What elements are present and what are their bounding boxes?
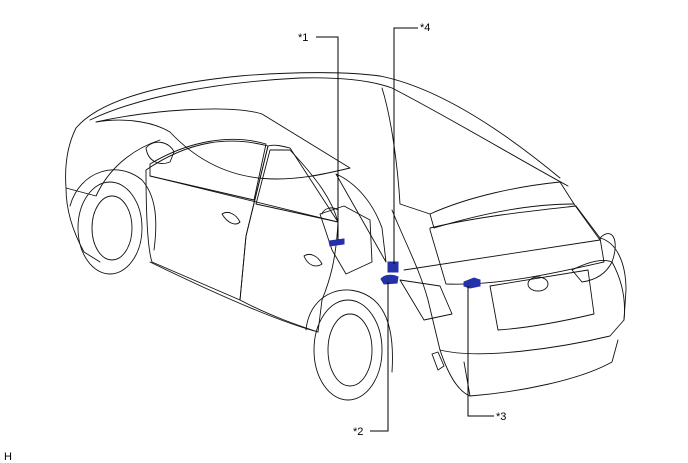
rear-wheel-inner [327, 313, 373, 387]
side-sill [149, 261, 319, 333]
roof-outline [75, 72, 561, 179]
rear-door-window [255, 149, 339, 223]
rear-quarter-window [335, 173, 387, 263]
rear-door [239, 144, 339, 333]
part-4-marker [387, 261, 399, 273]
front-wheel-outer [77, 181, 143, 275]
callout-1-label: *1 [298, 32, 308, 44]
part-1-marker [328, 238, 345, 247]
vehicle-outline [65, 72, 627, 401]
callout-2-label: *2 [353, 426, 363, 438]
leader-2 [370, 282, 389, 432]
part-2-marker [380, 274, 399, 285]
callout-4-label: *4 [420, 22, 430, 34]
hood [65, 127, 161, 197]
front-door-window [149, 138, 267, 201]
rear-panel-lid [321, 207, 339, 215]
rear-crease [403, 239, 601, 271]
leader-lines [316, 27, 494, 432]
rear-hatch-top [429, 181, 601, 241]
rear-spoiler [429, 203, 575, 229]
corner-code: H [4, 451, 12, 463]
rear-panel-open [319, 205, 373, 275]
windshield [95, 108, 351, 180]
rear-body-side [391, 209, 471, 397]
rear-door-handle [303, 253, 323, 267]
front-door-handle [221, 211, 241, 225]
rear-emblem [527, 276, 549, 292]
leader-1 [316, 36, 339, 240]
rear-pillar [381, 87, 431, 215]
front-bumper [65, 187, 101, 263]
roof-rail [89, 77, 569, 187]
leader-3 [467, 286, 494, 417]
rear-bumper-lower [463, 339, 619, 397]
rear-licence-recess [489, 269, 595, 331]
rear-wheel-outer [313, 299, 383, 401]
rear-wheel-arch [305, 289, 393, 373]
tail-lamp-left [399, 279, 453, 321]
callout-3-label: *3 [496, 411, 506, 423]
side-mirror [145, 141, 175, 164]
rear-window [429, 205, 605, 285]
highlighted-parts [328, 238, 481, 289]
rear-corner [599, 237, 627, 321]
front-wheel-arch [69, 169, 157, 251]
reflector-left [431, 351, 445, 371]
leader-4 [393, 27, 418, 264]
part-3-marker [463, 277, 481, 289]
front-wheel-inner [91, 195, 133, 261]
